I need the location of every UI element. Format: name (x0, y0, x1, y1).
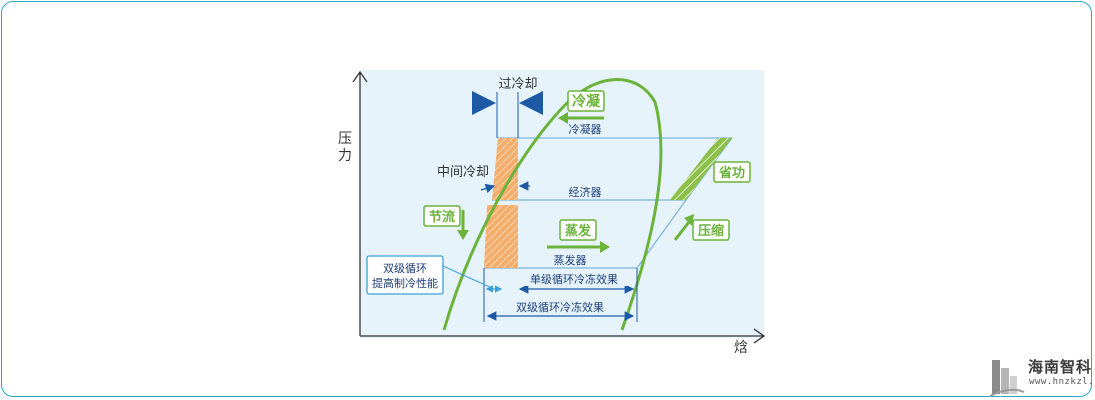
save-work-label: 省功 (718, 165, 745, 181)
logo-url: www.hnzkzl.com (1029, 377, 1095, 387)
economizer-label: 经济器 (569, 185, 602, 199)
callout-pointer (442, 265, 493, 289)
x-axis-label: 焓 (734, 340, 748, 356)
single-effect-bg (516, 272, 632, 286)
evaporator-label: 蒸发器 (554, 253, 587, 267)
callout-line2: 提高制冷性能 (372, 276, 438, 290)
throttle-label: 节流 (429, 209, 455, 225)
condense-label: 冷凝 (572, 93, 601, 110)
saturation-curve (442, 78, 663, 331)
compress-label: 压缩 (698, 223, 724, 239)
evaporate-arrowhead (600, 241, 610, 253)
y-axis-label-1: 压 (338, 131, 352, 147)
callout-line1: 双级循环 (383, 262, 427, 275)
throttle-arrowhead (457, 230, 469, 240)
compress-arrowhead (684, 214, 694, 226)
condense-arrowhead (558, 112, 568, 124)
logo-mark (990, 360, 1025, 397)
evaporate-box (559, 219, 597, 241)
condense-box (567, 90, 605, 112)
single-effect-label: 单级循环冷冻效果 (530, 272, 618, 286)
callout-box (366, 255, 444, 295)
condenser-label: 冷凝器 (569, 122, 602, 136)
save-work-area (670, 138, 732, 200)
logo-name: 海南智科 (1028, 358, 1093, 376)
y-axis-label-2: 力 (338, 148, 352, 164)
axes (352, 70, 766, 344)
subcool-area (492, 138, 518, 200)
double-effect-label: 双级循环冷冻效果 (516, 300, 604, 314)
compress-arrow (673, 221, 691, 241)
compress-box (692, 219, 730, 241)
intercool-area (484, 205, 518, 268)
intercool-arrow-in (480, 183, 496, 194)
intercool-label: 中间冷却 (437, 165, 489, 180)
save-work-box (713, 161, 751, 183)
evaporate-label: 蒸发 (565, 223, 592, 239)
subcool-label: 过冷却 (498, 77, 537, 92)
throttle-box (423, 205, 461, 227)
